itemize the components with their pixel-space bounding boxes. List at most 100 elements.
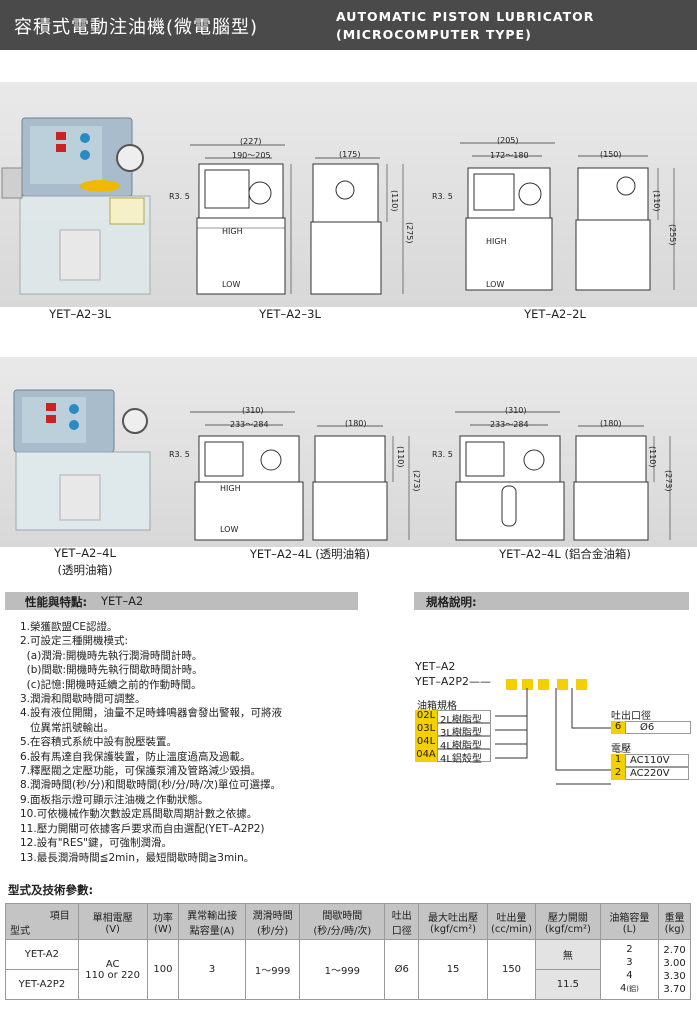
header-col: 最大吐出壓(kgf/cm²)	[418, 903, 488, 940]
product-photo-3l	[1, 117, 151, 295]
feature-item: 位異常訊號輸出。	[20, 721, 115, 734]
header-item-model: 項目 型式	[5, 903, 79, 940]
d2-side-width: (150)	[600, 150, 622, 159]
code-slot	[506, 679, 517, 690]
drawing-yet-a2-4l-clear	[190, 411, 410, 541]
header-col: 吐出口徑	[384, 903, 420, 940]
d1-high-label: HIGH	[222, 227, 243, 236]
d2-width-total: (205)	[497, 136, 519, 145]
spec-model1: YET–A2	[415, 660, 456, 673]
d3-width-range: 233～284	[230, 420, 269, 429]
drawing-yet-a2-4l-alu	[455, 411, 671, 541]
features-model: YET–A2	[101, 594, 144, 608]
d1-radius: R3. 5	[169, 192, 190, 201]
d1-low-label: LOW	[222, 280, 241, 289]
outlet-title: 吐出口徑	[611, 711, 651, 722]
spec-model2: YET–A2P2——	[415, 675, 492, 688]
d2-height-total: (255)	[668, 224, 677, 246]
header-col: 功率(W)	[146, 903, 180, 940]
spec-desc-title: 規格說明:	[426, 595, 477, 609]
spec-table: 項目 型式 單相電壓(V) 功率(W) 異常輸出接點容量(A) 潤滑時間(秒/分…	[5, 903, 691, 1000]
d3-radius: R3. 5	[169, 450, 190, 459]
d1-side-height: (110)	[390, 190, 399, 212]
title-zh: 容積式電動注油機(微電腦型)	[14, 17, 259, 38]
outlet-cell: Ø6	[384, 939, 420, 1000]
table-caption: 型式及技術參數:	[8, 883, 94, 897]
d3-low-label: LOW	[220, 525, 239, 534]
d1-width-range: 190～205	[232, 151, 271, 160]
feature-item: 5.在容積式系統中設有脫壓裝置。	[20, 736, 178, 749]
d4-width-total: (310)	[505, 406, 527, 415]
header-col: 重量(kg)	[658, 903, 691, 940]
feature-item: 13.最長潤滑時間≦2min，最短間歇時間≧3min。	[20, 851, 255, 864]
d2-high-label: HIGH	[486, 237, 507, 246]
contact-cell: 3	[178, 939, 246, 1000]
d2-width-range: 172～180	[490, 151, 529, 160]
feature-item: 10.可依機械作動次數設定爲間歇周期計數之依據。	[20, 808, 258, 821]
feature-item: (c)記憶:開機時延續之前的作動時間。	[20, 678, 202, 691]
tank-spec-title: 油箱規格	[417, 701, 457, 712]
feature-item: 6.設有馬達自我保護裝置，防止溫度過高及過載。	[20, 750, 251, 763]
header-col: 油箱容量(L)	[599, 903, 660, 940]
title-en-line2: (MICROCOMPUTER TYPE)	[336, 27, 532, 42]
interval-time-cell: 1～999	[299, 939, 386, 1000]
table-header-row: 項目 型式 單相電壓(V) 功率(W) 異常輸出接點容量(A) 潤滑時間(秒/分…	[5, 903, 691, 940]
product-photo-4l	[13, 389, 151, 531]
d4-side-width: (180)	[600, 419, 622, 428]
feature-item: 12.設有"RES"鍵，可強制潤滑。	[20, 837, 172, 850]
feature-item: (a)潤滑:開機時先執行潤滑時間計時。	[20, 649, 203, 662]
weight-cell: 2.70 3.00 3.30 3.70	[658, 939, 691, 1000]
code-slot	[538, 679, 550, 690]
d4-radius: R3. 5	[432, 450, 453, 459]
feature-item: 11.壓力開關可依據客戶要求而自由選配(YET–A2P2)	[20, 822, 265, 835]
feature-item: 8.潤滑時間(秒/分)和間歇時間(秒/分/時/次)單位可選擇。	[20, 779, 282, 792]
features-title: 性能與特點:	[25, 595, 88, 609]
header-col: 間歇時間(秒/分/時/次)	[299, 903, 386, 940]
feature-item: 9.面板指示燈可顯示注油機之作動狀態。	[20, 793, 209, 806]
code-slot	[522, 679, 534, 690]
spec-section-bar: 規格說明:	[414, 592, 689, 610]
feature-item: 2.可設定三種開機模式:	[20, 635, 129, 648]
feature-item: 1.榮獲歐盟CE認證。	[20, 621, 118, 633]
caption-photo-4l-sub: (透明油箱)	[57, 563, 113, 577]
caption-drawing-4l-alu: YET–A2–4L (鋁合金油箱)	[499, 547, 631, 561]
caption-drawing-2l: YET–A2–2L	[524, 307, 586, 321]
drawing-yet-a2-3l	[190, 144, 404, 295]
feature-item: 7.釋壓閥之定壓功能，可保護泵浦及管路減少毀損。	[20, 765, 262, 778]
pswitch-cell: 無	[535, 939, 601, 970]
features-section-bar: 性能與特點: YET–A2	[5, 592, 358, 610]
header-col: 潤滑時間(秒/分)	[244, 903, 301, 940]
page-header: 容積式電動注油機(微電腦型) AUTOMATIC PISTON LUBRICAT…	[0, 0, 697, 50]
d3-width-total: (310)	[242, 406, 264, 415]
d4-side-height: (110)	[648, 446, 657, 468]
caption-photo-3l: YET–A2–3L	[49, 307, 111, 321]
feature-item: 3.潤滑和間歇時間可調整。	[20, 693, 146, 706]
code-slot	[576, 679, 588, 690]
voltage-title: 電壓	[611, 744, 631, 755]
title-en-line1: AUTOMATIC PISTON LUBRICATOR	[336, 9, 595, 24]
feature-item: 4.設有液位開關，油量不足時蜂鳴器會發出警報，可將液	[20, 707, 283, 720]
max-pressure-cell: 15	[418, 939, 488, 1000]
pswitch-cell: 11.5	[535, 969, 601, 1000]
d2-radius: R3. 5	[432, 192, 453, 201]
lube-time-cell: 1～999	[244, 939, 301, 1000]
caption-drawing-3l: YET–A2–3L	[259, 307, 321, 321]
drawing-yet-a2-2l	[460, 142, 675, 291]
header-col: 吐出量(cc/min)	[486, 903, 537, 940]
d4-width-range: 233～284	[490, 420, 529, 429]
d3-side-height: (110)	[396, 446, 405, 468]
features-list: 1.榮獲歐盟CE認證。 2.可設定三種開機模式: (a)潤滑:開機時先執行潤滑時…	[20, 620, 365, 865]
d4-height-total: (273)	[664, 470, 673, 492]
model-cell: YET-A2P2	[5, 969, 79, 1000]
d3-side-width: (180)	[345, 419, 367, 428]
